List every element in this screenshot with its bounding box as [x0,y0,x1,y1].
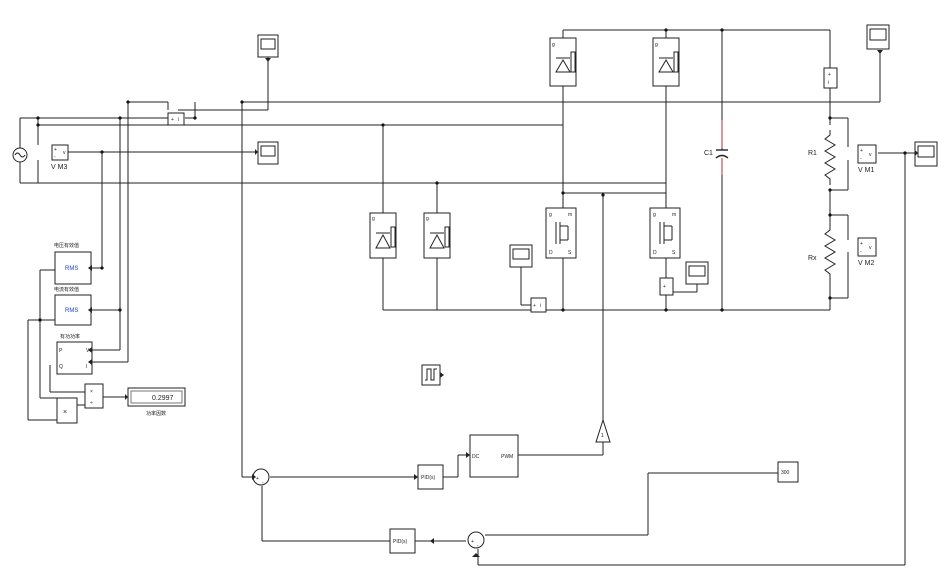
svg-text:S: S [568,250,572,256]
scope-top-right[interactable] [866,24,890,50]
mosfet-switch-left[interactable]: g m D S [545,207,577,259]
constant-300-block[interactable]: 300 [777,461,799,483]
svg-text:i: i [828,80,829,86]
diode-switch-right[interactable]: g [423,212,451,259]
svg-text:g: g [552,42,555,48]
vm2-label: V M2 [858,260,874,267]
capacitor-c1[interactable] [715,120,729,175]
current-sensor-load[interactable]: + i [823,67,838,89]
svg-text:+: + [828,72,831,78]
current-sensor-bottom[interactable]: + i [530,297,547,313]
pwm-pwm-port: PWM [501,454,513,460]
divide-top-symbol: × [90,389,93,395]
voltage-measurement-vm1[interactable]: + - v [857,144,877,164]
svg-text:g: g [426,216,429,222]
svg-text:g: g [549,212,552,218]
svg-text:+: + [171,117,174,123]
svg-text:+: + [256,476,259,482]
svg-text:S: S [672,250,676,256]
svg-text:-: - [262,480,264,486]
mosfet-switch-right[interactable]: g m D S [649,207,681,259]
svg-text:g: g [653,212,656,218]
svg-text:1: 1 [601,433,604,439]
svg-text:-: - [860,156,862,162]
display-value: 0.2997 [152,395,174,402]
svg-text:+: + [471,539,474,545]
rms-voltage-label: RMS [65,266,78,272]
switch-upper-right[interactable]: g [652,37,680,87]
svg-text:m: m [672,212,676,218]
pid-lower-label: PID(s) [393,539,408,545]
arrowheads [88,50,918,557]
sum-lower[interactable]: + - [467,531,485,549]
scope-top-left[interactable] [257,34,279,60]
power-p-port: P [59,348,63,354]
svg-text:D: D [549,250,553,256]
power-q-port: Q [59,364,63,370]
rms-voltage-caption: 电压有效值 [54,242,79,249]
svg-text:v: v [869,152,872,158]
r1-label: R1 [808,150,817,157]
svg-text:m: m [568,212,572,218]
sum-upper[interactable]: + - [252,468,270,486]
pwm-dc-port: DC [472,454,480,460]
product-symbol: × [63,409,67,416]
vm3-label: V M3 [51,164,67,171]
svg-text:-: - [477,543,479,549]
pid-lower-block[interactable]: PID(s) [389,528,416,554]
constant-300-label: 300 [781,470,790,476]
diode-switch-left[interactable]: g [369,212,397,259]
svg-text:i: i [178,117,179,123]
power-v-port: V [86,348,90,354]
active-power-block[interactable]: P Q V I [56,341,93,375]
scope-middle-right[interactable] [685,261,709,285]
resistor-r1[interactable] [824,130,836,185]
rx-label: Rx [808,255,817,262]
rms-voltage-block[interactable]: RMS [54,251,92,285]
wires [19,29,915,566]
power-factor-caption: 功率因数 [146,410,166,417]
divide-block[interactable]: × ÷ [84,383,104,409]
product-block[interactable]: × [56,397,78,424]
power-factor-display[interactable]: 0.2997 [127,387,186,407]
power-caption: 有功功率 [60,333,80,340]
svg-text:+: + [54,147,57,153]
svg-text:i: i [540,303,541,309]
rms-current-label: RMS [65,308,78,314]
switch-upper-left[interactable]: g [549,37,577,87]
rms-current-caption: 电流有效值 [54,286,79,293]
svg-text:D: D [653,250,657,256]
gain-triangle[interactable]: 1 [595,418,611,443]
current-measurement-block[interactable]: + i [167,112,185,126]
pulse-generator-block[interactable] [421,364,444,386]
voltage-measurement-vm2[interactable]: + - v [857,237,877,257]
ac-voltage-source[interactable] [12,140,28,168]
junction-dots [36,28,907,322]
pid-upper-label: PID(s) [421,475,436,481]
resistor-rx[interactable] [824,225,836,280]
svg-text:g: g [655,42,658,48]
svg-text:v: v [869,245,872,251]
svg-text:-: - [54,154,56,160]
vm1-label: V M1 [858,167,874,174]
svg-text:+: + [533,303,536,309]
svg-text:g: g [372,216,375,222]
scope-vm3[interactable] [257,141,279,165]
pid-upper-block[interactable]: PID(s) [417,464,444,490]
pwm-generator-block[interactable]: DC PWM [469,434,519,478]
svg-text:+: + [860,148,863,154]
scope-middle-left[interactable] [509,244,533,268]
svg-text:+: + [663,284,666,290]
c1-label: C1 [704,150,713,157]
svg-text:-: - [860,249,862,255]
rms-current-block[interactable]: RMS [54,294,92,326]
svg-text:v: v [63,150,66,156]
power-i-port: I [86,364,87,370]
scope-vm1[interactable] [914,141,938,167]
divide-bottom-symbol: ÷ [90,400,93,406]
current-sensor-mosfet[interactable]: + [659,277,674,296]
voltage-measurement-vm3[interactable]: + - v [51,144,69,161]
svg-text:+: + [860,241,863,247]
